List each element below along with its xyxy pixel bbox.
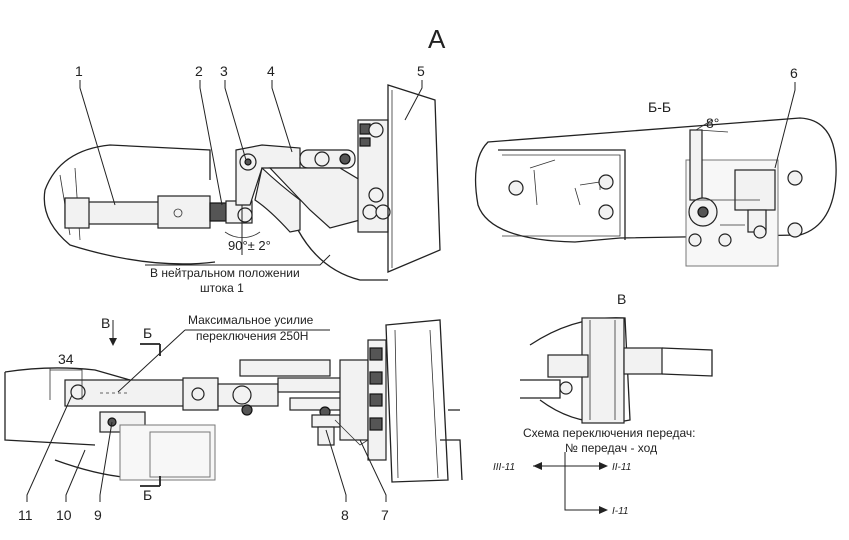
section-bb-assembly <box>474 117 837 267</box>
callout-9: 9 <box>94 507 102 523</box>
view-a-assembly <box>43 84 441 281</box>
callout-2: 2 <box>195 63 203 79</box>
shift-scheme-diagram <box>533 452 608 514</box>
angle-8-dimension: 8° <box>706 115 719 131</box>
callout-5: 5 <box>417 63 425 79</box>
view-a-label: А <box>428 24 446 54</box>
neutral-note-line2: штока 1 <box>200 281 244 295</box>
view-v-label: В <box>617 291 626 307</box>
view-v-assembly <box>520 317 713 424</box>
length-34-dimension: 34 <box>58 351 74 367</box>
gear-2-label: II-11 <box>612 462 631 473</box>
callout-6: 6 <box>790 65 798 81</box>
section-b-bottom-label: Б <box>143 487 152 503</box>
neutral-note-line1: В нейтральном положении <box>150 266 300 280</box>
shift-scheme-title-line1: Схема переключения передач: <box>523 426 695 440</box>
lower-view-assembly <box>4 319 463 483</box>
gear-1-label: I-11 <box>612 506 629 517</box>
callout-4: 4 <box>267 63 275 79</box>
gear-3-label: III-11 <box>493 462 515 473</box>
callout-8: 8 <box>341 507 349 523</box>
neutral-angle-dimension: 90°± 2° <box>228 238 271 253</box>
callout-11: 11 <box>18 507 33 523</box>
callout-3: 3 <box>220 63 228 79</box>
callout-1: 1 <box>75 63 83 79</box>
section-b-top-label: Б <box>143 325 152 341</box>
callout-10: 10 <box>56 507 72 523</box>
shift-scheme-title-line2: № передач - ход <box>565 441 657 455</box>
section-bb-label: Б-Б <box>648 99 671 115</box>
force-note-line1: Максимальное усилие <box>188 313 314 327</box>
arrow-v-label: В <box>101 315 110 331</box>
force-note-line2: переключения 250Н <box>196 329 308 343</box>
callout-7: 7 <box>381 507 389 523</box>
